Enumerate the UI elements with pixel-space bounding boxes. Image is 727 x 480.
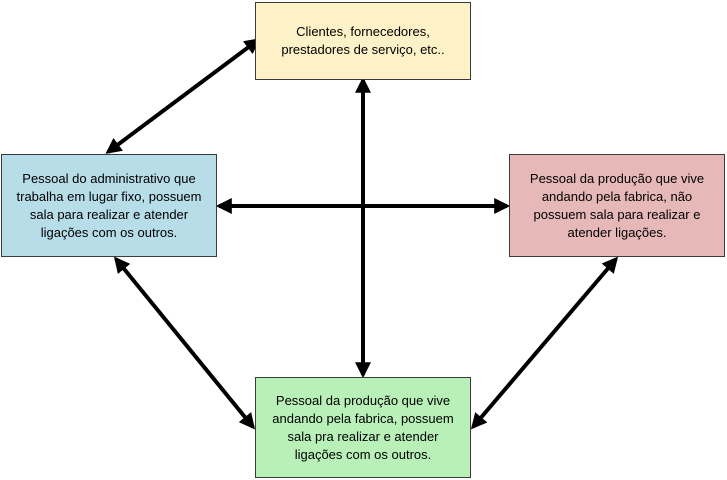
node-clientes-fornecedores: Clientes, fornecedores, prestadores de s…	[255, 2, 471, 80]
arrow-right-bottom	[470, 256, 619, 430]
node-pessoal-administrativo: Pessoal do administrativo que trabalha e…	[1, 154, 217, 257]
arrow-left-top	[105, 38, 261, 154]
node-bottom-label: Pessoal da produção que vive andando pel…	[272, 392, 454, 462]
node-top-label: Clientes, fornecedores, prestadores de s…	[281, 24, 445, 57]
node-right-label: Pessoal da produção que vive andando pel…	[529, 170, 705, 240]
node-left-label: Pessoal do administrativo que trabalha e…	[16, 170, 202, 240]
node-pessoal-producao-sem-sala: Pessoal da produção que vive andando pel…	[509, 154, 725, 257]
node-pessoal-producao-com-sala: Pessoal da produção que vive andando pel…	[255, 377, 471, 478]
arrow-left-bottom	[113, 256, 256, 430]
